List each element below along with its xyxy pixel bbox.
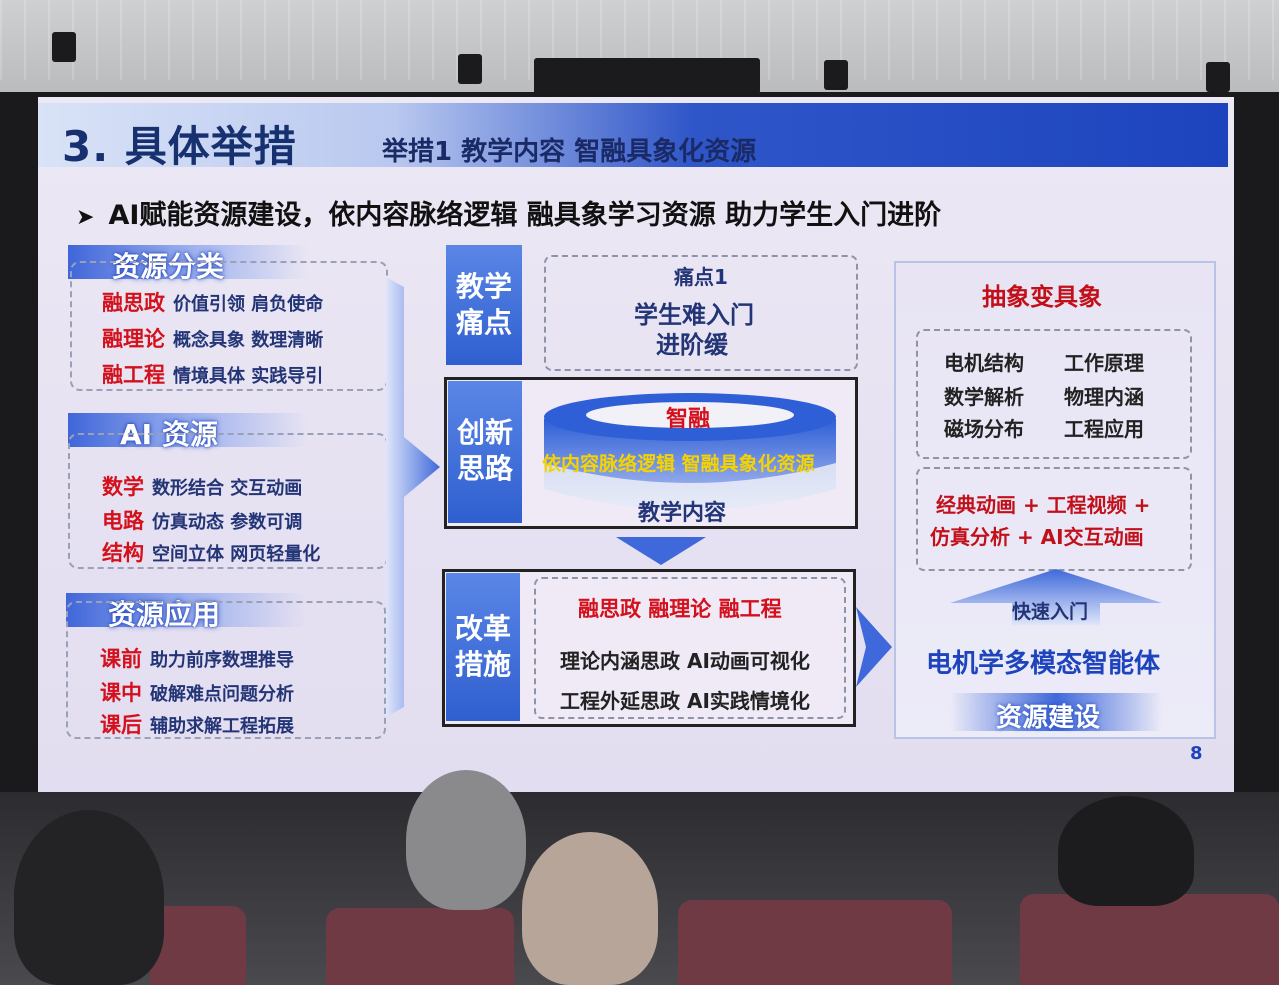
row-value: 价值引领 肩负使命 <box>173 294 324 315</box>
seat <box>1020 894 1279 985</box>
pain-title: 痛点1 <box>674 265 728 289</box>
arrow-bullet-icon: ➤ <box>76 205 95 230</box>
grid-item: 工作原理 <box>1064 351 1144 375</box>
concrete-title: 抽象变具象 <box>982 283 1102 311</box>
row-key: 融理论 <box>102 327 165 351</box>
ceiling-speaker <box>824 60 848 90</box>
reform-line-1: 理论内涵思政 AI动画可视化 <box>560 649 810 673</box>
panel-title-bar <box>68 413 308 447</box>
ceiling <box>0 0 1279 100</box>
ceiling-speaker <box>458 54 482 84</box>
seat <box>150 906 246 985</box>
row-value: 数形结合 交互动画 <box>152 478 303 499</box>
up-arrow-icon <box>950 569 1162 625</box>
combo-line-1: 经典动画 + 工程视频 + <box>936 493 1151 517</box>
row-key: 结构 <box>102 541 144 565</box>
person-head <box>1058 796 1194 906</box>
slide-title-bar: 3. 具体举措 举措1 教学内容 智融具象化资源 <box>38 103 1228 171</box>
resource-application-panel <box>66 601 386 739</box>
cylinder-top-label: 智融 <box>666 407 711 432</box>
page-number: 8 <box>1190 743 1203 764</box>
reform-label: 改革 措施 <box>446 573 520 721</box>
resource-application-title: 资源应用 <box>108 598 221 631</box>
person-head <box>14 810 164 985</box>
row-key: 课前 <box>100 647 142 671</box>
agent-label: 电机学多模态智能体 <box>926 649 1161 679</box>
list-item: 电路仿真动态 参数可调 <box>102 505 302 535</box>
row-value: 情境具体 实践导引 <box>173 366 324 387</box>
concept-grid-box <box>916 329 1192 459</box>
list-item: 融工程情境具体 实践导引 <box>102 359 323 389</box>
grid-item: 物理内涵 <box>1064 385 1144 409</box>
cylinder-band-label: 依内容脉络逻辑 智融具象化资源 <box>542 453 815 475</box>
slide: 3. 具体举措 举措1 教学内容 智融具象化资源 ➤ AI赋能资源建设，依内容脉络… <box>38 97 1234 792</box>
row-key: 课后 <box>100 713 142 737</box>
pain-label: 教学 痛点 <box>446 245 522 365</box>
quick-start-label: 快速入门 <box>1012 601 1089 623</box>
right-arrow-icon <box>856 607 892 687</box>
list-item: 融思政价值引领 肩负使命 <box>102 287 323 317</box>
down-arrow-icon <box>616 537 706 565</box>
list-item: 课后辅助求解工程拓展 <box>100 709 294 739</box>
panel-title-bar <box>66 593 306 627</box>
row-value: 助力前序数理推导 <box>150 650 294 671</box>
pain-text-2: 进阶缓 <box>656 331 728 359</box>
resource-category-title: 资源分类 <box>112 250 225 283</box>
row-key: 课中 <box>100 681 142 705</box>
list-item: 结构空间立体 网页轻量化 <box>102 537 320 567</box>
person-head <box>406 770 526 910</box>
ceiling-speaker <box>1206 62 1230 92</box>
grid-item: 数学解析 <box>944 385 1024 409</box>
reform-line-2: 工程外延思政 AI实践情境化 <box>560 689 810 713</box>
row-key: 融思政 <box>102 291 165 315</box>
list-item: 融理论概念具象 数理清晰 <box>102 323 323 353</box>
combo-box <box>916 467 1192 571</box>
pain-box <box>544 255 858 371</box>
pain-text-1: 学生难入门 <box>634 301 754 329</box>
row-value: 空间立体 网页轻量化 <box>152 544 321 565</box>
person-head <box>522 832 658 985</box>
row-key: 融工程 <box>102 363 165 387</box>
projector-housing <box>534 58 760 94</box>
list-item: 课前助力前序数理推导 <box>100 643 294 673</box>
smart-fusion-cylinder <box>544 393 836 510</box>
row-value: 仿真动态 参数可调 <box>152 512 303 533</box>
grid-item: 工程应用 <box>1064 417 1144 441</box>
list-item: 课中破解难点问题分析 <box>100 677 294 707</box>
seat <box>326 908 514 985</box>
reform-title: 融思政 融理论 融工程 <box>578 597 782 621</box>
seat <box>678 900 952 985</box>
row-value: 概念具象 数理清晰 <box>173 330 324 351</box>
list-item: 数学数形结合 交互动画 <box>102 471 302 501</box>
idea-label: 创新 思路 <box>448 381 522 523</box>
combo-line-2: 仿真分析 + AI交互动画 <box>930 525 1144 549</box>
concrete-panel <box>894 261 1216 739</box>
slide-subtitle: 举措1 教学内容 智融具象化资源 <box>382 137 757 167</box>
grid-item: 磁场分布 <box>944 417 1024 441</box>
grid-item: 电机结构 <box>944 351 1024 375</box>
row-key: 数学 <box>102 475 144 499</box>
reform-inner-box <box>534 577 846 719</box>
cylinder-bottom-label: 教学内容 <box>638 501 727 526</box>
slide-title: 3. 具体举措 <box>62 122 297 171</box>
row-value: 辅助求解工程拓展 <box>150 716 294 737</box>
headline-text: AI赋能资源建设，依内容脉络逻辑 融具象学习资源 助力学生入门进阶 <box>108 200 942 231</box>
build-label: 资源建设 <box>996 703 1101 733</box>
row-key: 电路 <box>102 509 144 533</box>
build-label-bar <box>950 693 1162 731</box>
slide-headline: ➤ AI赋能资源建设，依内容脉络逻辑 融具象学习资源 助力学生入门进阶 <box>76 193 941 232</box>
row-value: 破解难点问题分析 <box>150 684 294 705</box>
merge-arrow-icon <box>386 277 440 717</box>
ceiling-speaker <box>52 32 76 62</box>
